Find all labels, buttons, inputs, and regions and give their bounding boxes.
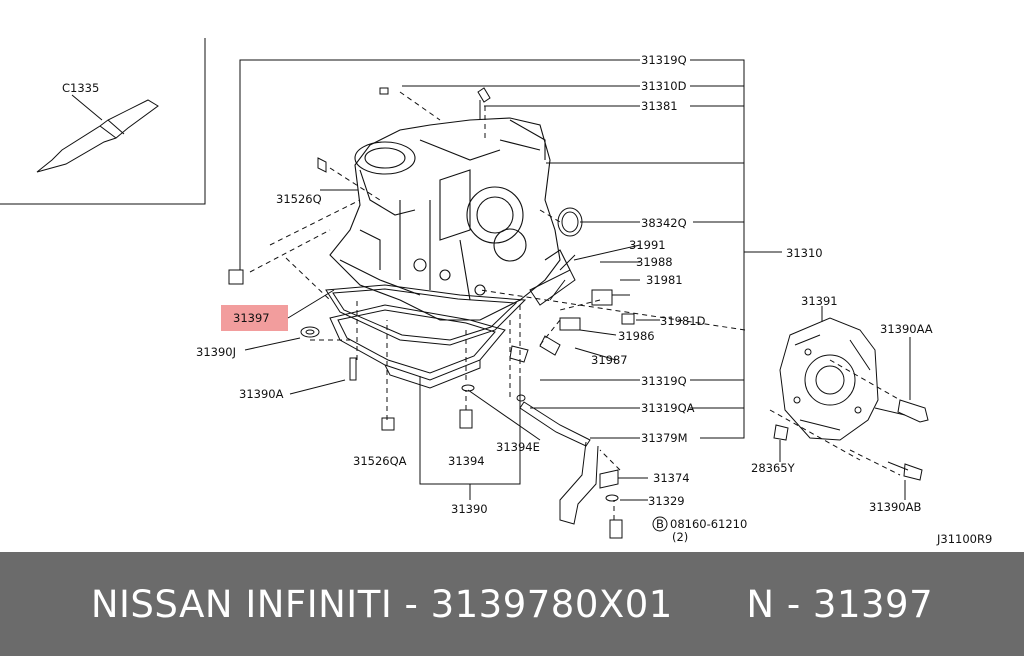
bolt-mark: B bbox=[656, 517, 664, 531]
label-31391: 31391 bbox=[801, 294, 838, 308]
label-31390ab: 31390AB bbox=[869, 500, 921, 514]
label-31987: 31987 bbox=[591, 353, 628, 367]
label-31390: 31390 bbox=[451, 502, 488, 516]
label-31397: 31397 bbox=[233, 311, 270, 325]
label-31329: 31329 bbox=[648, 494, 685, 508]
leader-lines bbox=[239, 59, 911, 501]
label-31991: 31991 bbox=[629, 238, 666, 252]
sealant-tube-drawing bbox=[36, 94, 159, 173]
inset-box bbox=[0, 38, 206, 205]
label-31319q-mid: 31319Q bbox=[641, 374, 687, 388]
side-cover-drawing bbox=[779, 317, 879, 441]
label-31394e: 31394E bbox=[496, 440, 540, 454]
label-ref-code: J31100R9 bbox=[936, 532, 992, 546]
oil-pan-drawing bbox=[329, 304, 506, 389]
label-31981d: 31981D bbox=[660, 314, 706, 328]
label-31390a: 31390A bbox=[239, 387, 284, 401]
label-31390aa: 31390AA bbox=[880, 322, 933, 336]
label-31526qa: 31526QA bbox=[353, 454, 407, 468]
footer-part-number: NISSAN INFINITI - 3139780X01 N - 31397 bbox=[90, 582, 934, 626]
dashed-guides bbox=[249, 91, 901, 520]
parts-diagram: C1335 31319Q 31310D 31381 31526Q 38342Q … bbox=[0, 38, 992, 546]
label-31988: 31988 bbox=[636, 255, 673, 269]
label-bolt-qty: (2) bbox=[672, 530, 688, 544]
label-31526q: 31526Q bbox=[276, 192, 322, 206]
footer-banner: NISSAN INFINITI - 3139780X01 N - 31397 bbox=[0, 552, 1024, 656]
label-bolt-code: 08160-61210 bbox=[670, 517, 747, 531]
label-c1335: C1335 bbox=[62, 81, 99, 95]
label-31379m: 31379M bbox=[641, 431, 688, 445]
label-31310: 31310 bbox=[786, 246, 823, 260]
small-parts-drawing bbox=[228, 87, 929, 539]
gasket-drawing bbox=[325, 284, 527, 346]
label-28365y: 28365Y bbox=[751, 461, 796, 475]
label-31374: 31374 bbox=[653, 471, 690, 485]
label-31381: 31381 bbox=[641, 99, 678, 113]
highlight-box-31397 bbox=[221, 305, 288, 331]
label-31319q-top: 31319Q bbox=[641, 53, 687, 67]
transmission-case-drawing bbox=[329, 117, 571, 321]
label-31394: 31394 bbox=[448, 454, 485, 468]
label-31319qa: 31319QA bbox=[641, 401, 695, 415]
label-31981: 31981 bbox=[646, 273, 683, 287]
label-38342q: 38342Q bbox=[641, 216, 687, 230]
label-31310d: 31310D bbox=[641, 79, 687, 93]
label-31986: 31986 bbox=[618, 329, 655, 343]
label-31390j: 31390J bbox=[196, 345, 236, 359]
